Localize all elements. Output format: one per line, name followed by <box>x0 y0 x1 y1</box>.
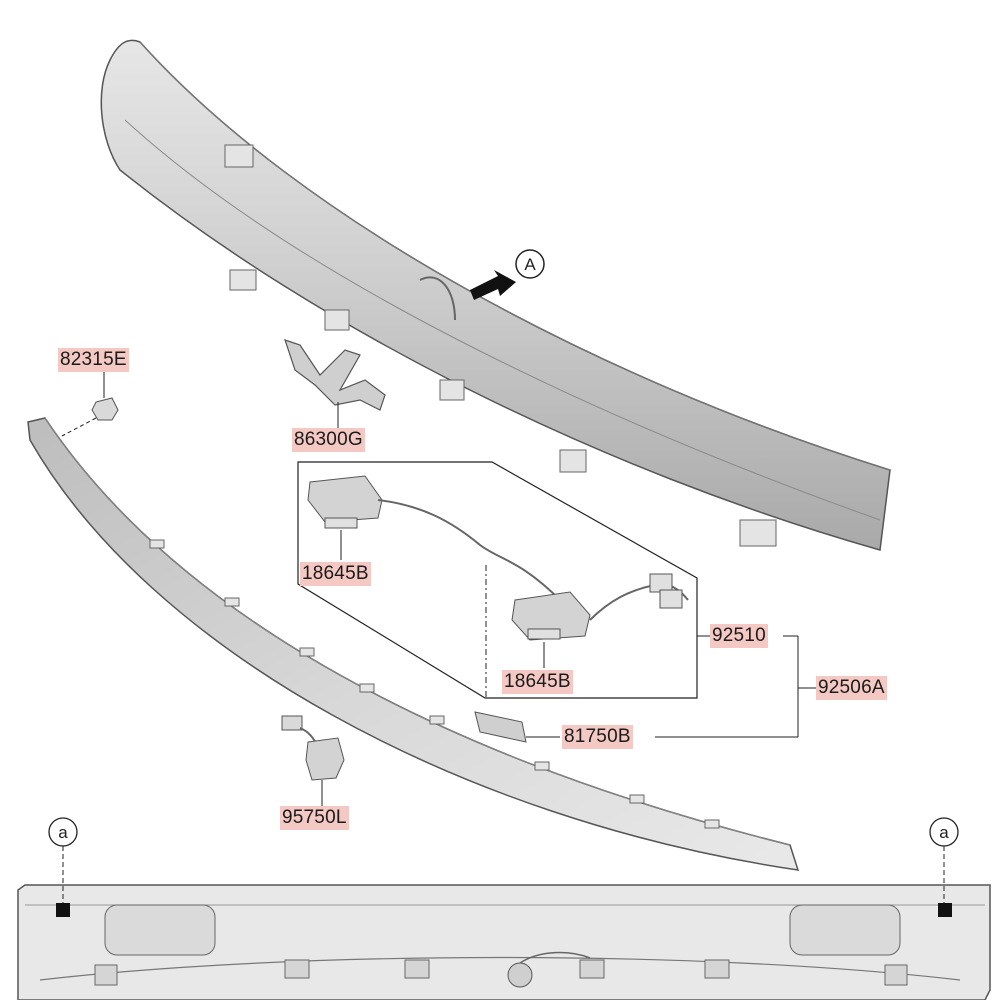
part-label-95750L[interactable]: 95750L <box>280 806 349 830</box>
svg-text:a: a <box>939 823 949 842</box>
trunk-switch-part <box>474 711 527 743</box>
view-arrow-a: A <box>470 249 545 300</box>
detail-marker-left: a <box>48 817 78 903</box>
part-label-18645B-upper[interactable]: 18645B <box>300 562 371 586</box>
part-label-82315E[interactable]: 82315E <box>58 348 129 372</box>
view-marker-a: A <box>524 255 536 274</box>
part-label-92510[interactable]: 92510 <box>710 624 768 648</box>
lens-2 <box>527 628 561 640</box>
detail-box-92510 <box>297 461 698 699</box>
part-label-86300G[interactable]: 86300G <box>292 428 365 452</box>
lower-garnish-part <box>27 417 800 871</box>
license-lamp-harness <box>307 475 689 641</box>
svg-text:a: a <box>58 823 68 842</box>
trunk-lid-panel <box>17 884 991 1001</box>
mount-hole-left <box>56 903 70 917</box>
upper-garnish-part <box>100 39 891 551</box>
clip-part <box>61 372 119 437</box>
part-label-81750B[interactable]: 81750B <box>562 725 633 749</box>
part-label-92506A[interactable]: 92506A <box>816 676 887 700</box>
camera-part <box>281 715 345 781</box>
mount-hole-right <box>938 903 952 917</box>
emblem-part <box>284 339 386 411</box>
part-label-18645B-lower[interactable]: 18645B <box>502 670 573 694</box>
lens-1 <box>324 517 358 529</box>
detail-marker-right: a <box>929 817 959 903</box>
